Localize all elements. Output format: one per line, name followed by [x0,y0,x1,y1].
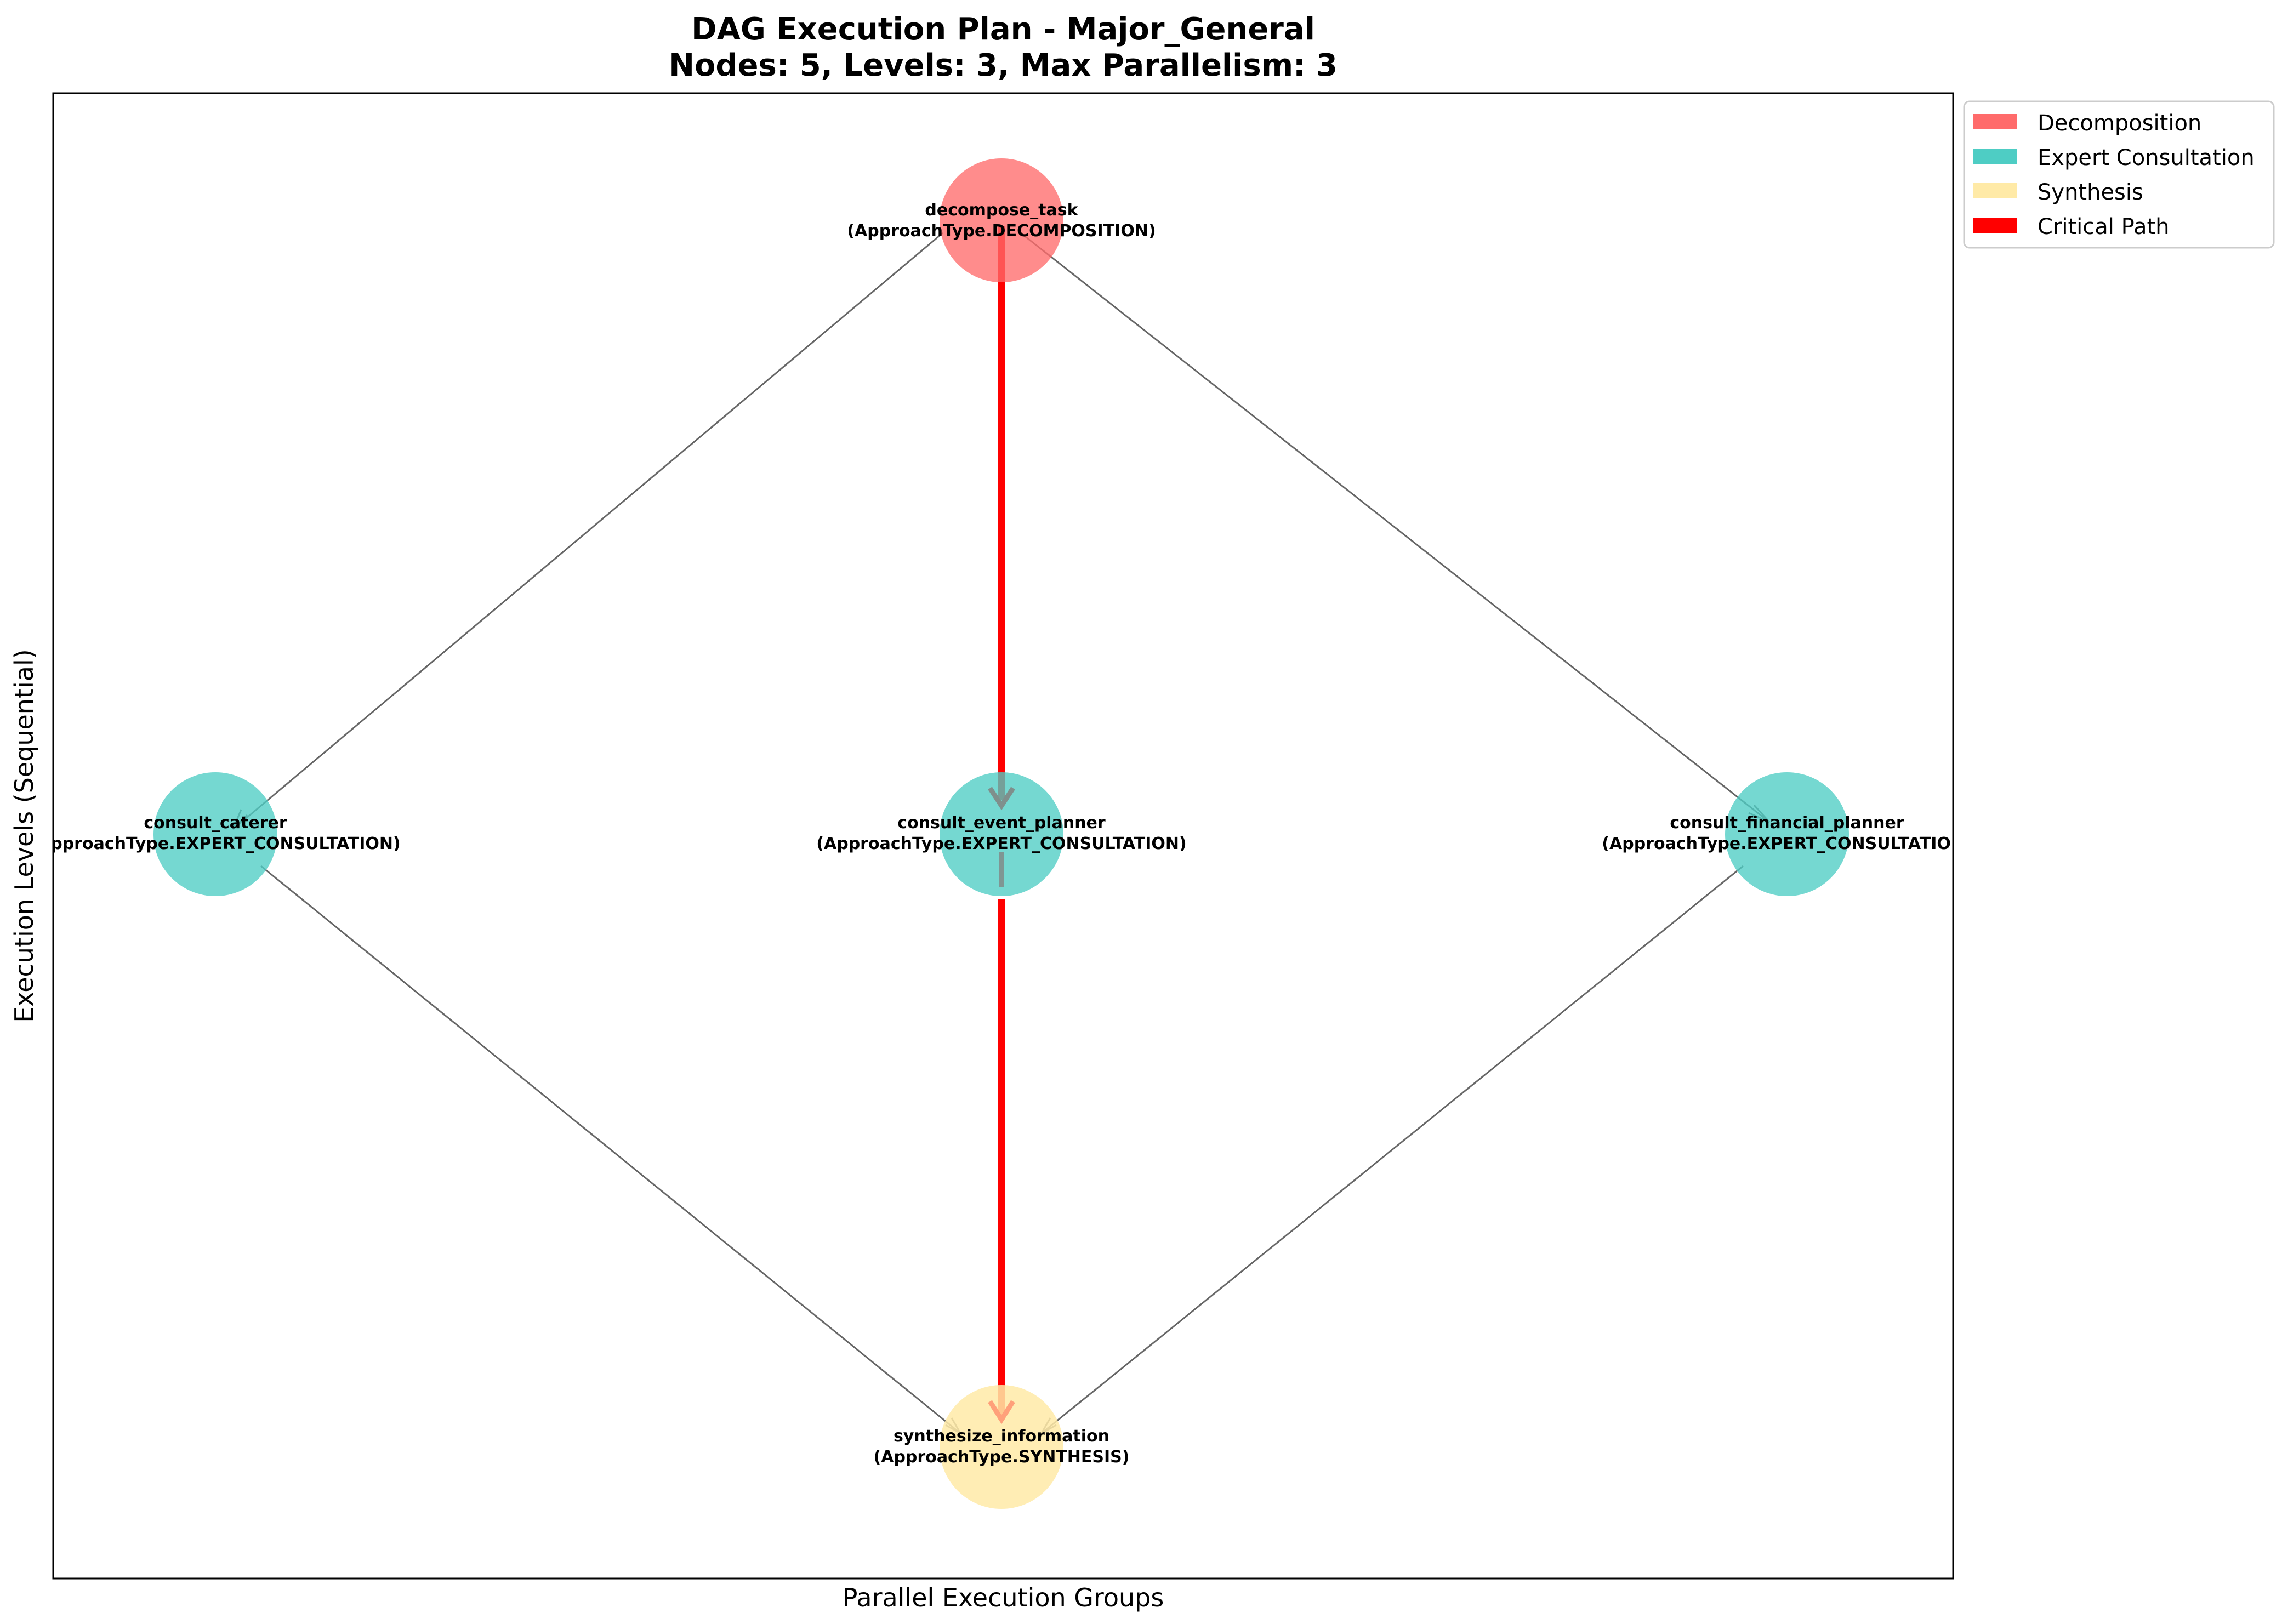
chart-title-line2: Nodes: 5, Levels: 3, Max Parallelism: 3 [669,48,1338,83]
legend-swatch-expert-consultation [1973,149,2017,164]
legend-label-decomposition: Decomposition [2038,111,2201,136]
legend: Decomposition Expert Consultation Synthe… [1963,100,2275,249]
node-label-synthesize-information-name: synthesize_information [894,1427,1109,1446]
x-axis-label: Parallel Execution Groups [843,1583,1164,1612]
legend-swatch-decomposition [1973,114,2017,129]
legend-swatch-synthesis [1973,183,2017,198]
chart-title-line1: DAG Execution Plan - Major_General [691,12,1315,47]
legend-label-critical-path: Critical Path [2038,214,2170,240]
edge-decompose-to-caterer [232,232,943,830]
edge-caterer-to-synthesize [260,865,961,1434]
y-axis-label: Execution Levels (Sequential) [9,649,39,1022]
graph-layer: decompose_task (ApproachType.DECOMPOSITI… [30,158,1972,1509]
legend-label-synthesis: Synthesis [2038,180,2143,205]
edge-financial-planner-to-synthesize [1041,865,1744,1434]
edge-decompose-to-event-planner-arrowhead [988,787,1015,811]
node-label-consult-financial-planner-name: consult_financial_planner [1670,813,1904,833]
node-decompose-task [940,158,1063,282]
node-consult-caterer [153,772,277,896]
node-label-decompose-task-type: (ApproachType.DECOMPOSITION) [847,221,1156,241]
node-label-consult-event-planner-type: (ApproachType.EXPERT_CONSULTATION) [816,834,1186,853]
edge-decompose-to-financial-planner [1020,232,1770,823]
legend-frame [1963,100,2275,249]
node-label-consult-financial-planner-type: (ApproachType.EXPERT_CONSULTATION) [1602,834,1972,853]
edge-event-planner-to-synthesize-arrowhead [988,1400,1015,1424]
legend-swatch-critical-path [1973,218,2017,233]
node-label-consult-caterer-name: consult_caterer [144,813,287,833]
node-label-decompose-task-name: decompose_task [925,201,1078,220]
node-consult-event-planner [940,772,1063,896]
node-label-synthesize-information-type: (ApproachType.SYNTHESIS) [874,1448,1130,1467]
plot-area [52,92,1954,1580]
node-synthesize-information [940,1385,1063,1509]
node-label-consult-event-planner-name: consult_event_planner [897,813,1106,833]
node-consult-financial-planner [1725,772,1849,896]
legend-label-expert-consultation: Expert Consultation [2038,145,2255,170]
node-label-consult-caterer-type: (ApproachType.EXPERT_CONSULTATION) [30,834,400,853]
